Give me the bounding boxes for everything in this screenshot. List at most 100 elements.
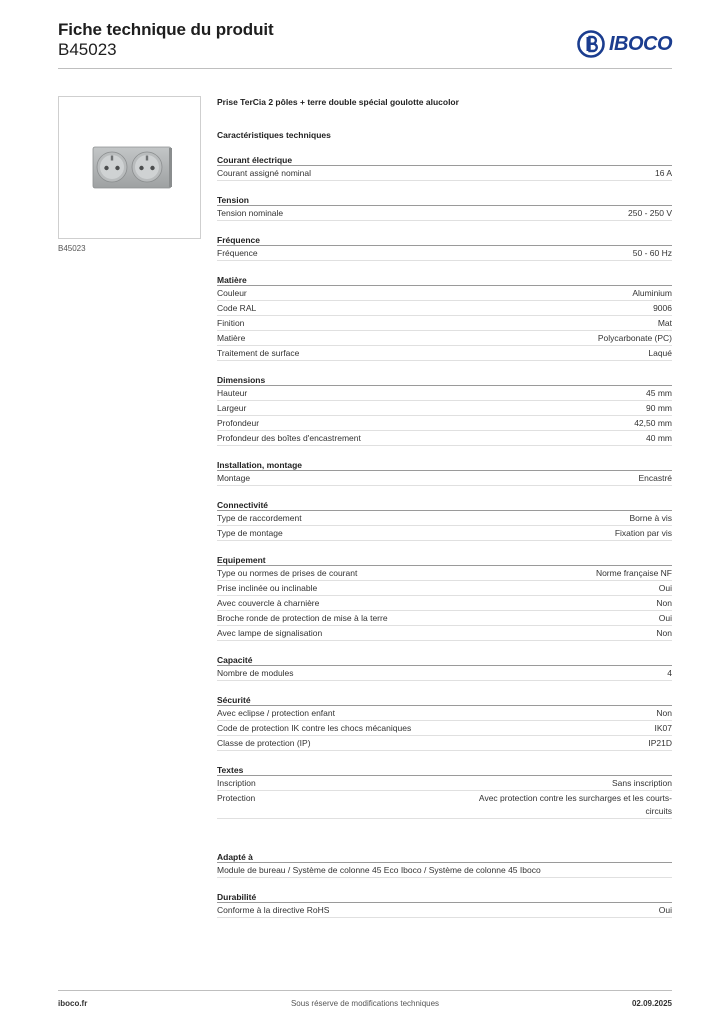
footer-website-link[interactable]: iboco.fr bbox=[58, 999, 88, 1008]
spec-value: Polycarbonate (PC) bbox=[597, 333, 672, 343]
spec-value: Non bbox=[656, 598, 672, 608]
spec-label: Courant assigné nominal bbox=[217, 168, 312, 178]
spec-value: 50 - 60 Hz bbox=[632, 248, 672, 258]
spec-value: Laqué bbox=[648, 348, 672, 358]
spec-label: Module de bureau / Système de colonne 45… bbox=[217, 865, 541, 875]
spec-row: Type de montage Fixation par vis bbox=[217, 526, 672, 541]
spec-value: Non bbox=[656, 628, 672, 638]
spec-row: Matière Polycarbonate (PC) bbox=[217, 331, 672, 346]
double-socket-icon bbox=[92, 146, 172, 189]
spec-value: Norme française NF bbox=[595, 568, 672, 578]
spec-row: Code de protection IK contre les chocs m… bbox=[217, 721, 672, 736]
spec-row: Broche ronde de protection de mise à la … bbox=[217, 611, 672, 626]
footer-date: 02.09.2025 bbox=[631, 999, 672, 1008]
spec-label: Protection bbox=[217, 793, 256, 803]
spec-label: Classe de protection (IP) bbox=[217, 738, 311, 748]
spec-label: Prise inclinée ou inclinable bbox=[217, 583, 318, 593]
spec-value: Fixation par vis bbox=[614, 528, 672, 538]
brand-logo[interactable]: IBOCO bbox=[577, 28, 673, 60]
product-name: Prise TerCia 2 pôles + terre double spéc… bbox=[217, 97, 459, 107]
spec-label: Code RAL bbox=[217, 303, 257, 313]
spec-value: Mat bbox=[657, 318, 672, 328]
section-title: Tension bbox=[217, 195, 672, 206]
spec-label: Avec eclipse / protection enfant bbox=[217, 708, 335, 718]
section-title: Matière bbox=[217, 275, 672, 286]
section-title: Installation, montage bbox=[217, 460, 672, 471]
spec-value: 45 mm bbox=[646, 388, 672, 398]
section-title: Equipement bbox=[217, 555, 672, 566]
spec-row: Montage Encastré bbox=[217, 471, 672, 486]
spec-label: Broche ronde de protection de mise à la … bbox=[217, 613, 388, 623]
spec-label: Avec lampe de signalisation bbox=[217, 628, 323, 638]
spec-label: Profondeur des boîtes d'encastrement bbox=[217, 433, 361, 443]
header-divider bbox=[58, 68, 672, 69]
spec-row: Traitement de surface Laqué bbox=[217, 346, 672, 361]
spec-row: Module de bureau / Système de colonne 45… bbox=[217, 863, 672, 878]
spec-row: Conforme à la directive RoHS Oui bbox=[217, 903, 672, 918]
section-title: Sécurité bbox=[217, 695, 672, 706]
spec-value: Encastré bbox=[638, 473, 672, 483]
brand-logo-text: IBOCO bbox=[608, 32, 673, 55]
spec-label: Type ou normes de prises de courant bbox=[217, 568, 358, 578]
section-title: Textes bbox=[217, 765, 672, 776]
spec-label: Matière bbox=[217, 333, 246, 343]
section-spacer bbox=[217, 819, 672, 838]
spec-value: Oui bbox=[658, 905, 672, 915]
spec-label: Traitement de surface bbox=[217, 348, 300, 358]
specifications-heading: Caractéristiques techniques bbox=[217, 130, 331, 140]
spec-label: Montage bbox=[217, 473, 251, 483]
spec-label: Finition bbox=[217, 318, 245, 328]
image-caption: B45023 bbox=[58, 244, 86, 253]
spec-row: Prise inclinée ou inclinable Oui bbox=[217, 581, 672, 596]
spec-label: Inscription bbox=[217, 778, 256, 788]
spec-value: IP21D bbox=[648, 738, 672, 748]
spec-value: Oui bbox=[658, 583, 672, 593]
spec-label: Type de raccordement bbox=[217, 513, 302, 523]
spec-row: Type ou normes de prises de courant Norme… bbox=[217, 566, 672, 581]
spec-value bbox=[541, 864, 672, 877]
section-title: Dimensions bbox=[217, 375, 672, 386]
product-reference: B45023 bbox=[58, 40, 117, 59]
spec-value: Sans inscription bbox=[611, 778, 672, 788]
spec-value: 4 bbox=[667, 668, 672, 678]
spec-value: Non bbox=[656, 708, 672, 718]
section-title: Fréquence bbox=[217, 235, 672, 246]
spec-label: Avec couvercle à charnière bbox=[217, 598, 320, 608]
spec-value: 40 mm bbox=[646, 433, 672, 443]
spec-row: Avec lampe de signalisation Non bbox=[217, 626, 672, 641]
section-title: Connectivité bbox=[217, 500, 672, 511]
spec-row: Type de raccordement Borne à vis bbox=[217, 511, 672, 526]
document-title: Fiche technique du produit bbox=[58, 20, 274, 39]
spec-row: Inscription Sans inscription bbox=[217, 776, 672, 791]
spec-label: Type de montage bbox=[217, 528, 283, 538]
spec-row: Fréquence 50 - 60 Hz bbox=[217, 246, 672, 261]
spec-label: Code de protection IK contre les chocs m… bbox=[217, 723, 412, 733]
spec-row: Avec eclipse / protection enfant Non bbox=[217, 706, 672, 721]
spec-label: Conforme à la directive RoHS bbox=[217, 905, 330, 915]
spec-label: Fréquence bbox=[217, 248, 258, 258]
spec-value: Borne à vis bbox=[629, 513, 672, 523]
iboco-logo-icon bbox=[577, 30, 605, 58]
product-image bbox=[58, 96, 201, 239]
footer-notice: Sous réserve de modifications techniques bbox=[290, 999, 440, 1008]
spec-row: Profondeur des boîtes d'encastrement 40 m… bbox=[217, 431, 672, 446]
specifications-panel: Prise TerCia 2 pôles + terre double spéc… bbox=[217, 96, 672, 918]
